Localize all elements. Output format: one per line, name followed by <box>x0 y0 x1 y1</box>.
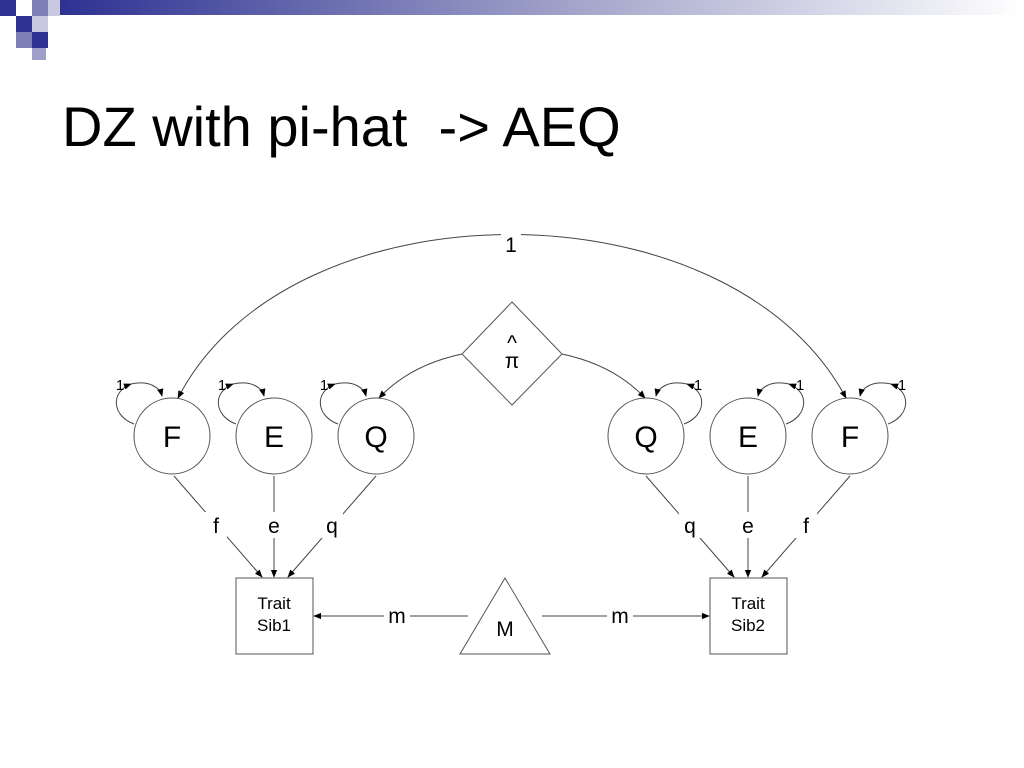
mean-path-left-label: m <box>388 605 406 628</box>
left-factor-q-variance-arrow <box>319 383 339 425</box>
right-factor-q: Q 1 <box>607 377 703 475</box>
right-factor-e: E 1 <box>709 377 805 475</box>
left-path-f-label: f <box>213 515 219 538</box>
pihat-arrow-right <box>561 353 646 399</box>
left-factor-e-label: E <box>264 421 284 454</box>
right-path-q-label: q <box>684 515 696 538</box>
right-factor-e-label: E <box>738 421 758 454</box>
left-factor-f: F 1 <box>115 377 211 475</box>
right-factor-q-variance-arrow <box>683 383 703 425</box>
trait-sib2-box: Trait Sib2 <box>709 577 788 655</box>
mean-path-right-label: m <box>611 605 629 628</box>
trait-sib1-line2: Sib1 <box>257 616 291 635</box>
slide-decoration <box>0 0 1024 60</box>
trait-sib1-line1: Trait <box>257 594 291 613</box>
right-factor-q-label: Q <box>634 421 657 454</box>
pihat-diamond <box>461 301 563 406</box>
left-factor-q-variance: 1 <box>320 377 328 394</box>
left-factor-f-label: F <box>163 421 181 454</box>
right-factor-f-variance-arrow <box>887 383 907 425</box>
left-path-q-label: q <box>326 515 338 538</box>
pihat-arrow-left <box>378 353 463 399</box>
trait-sib1-box: Trait Sib1 <box>235 577 314 655</box>
left-factor-e-variance-arrow <box>217 383 237 425</box>
f-correlation-label: 1 <box>505 234 517 257</box>
right-path-f-label: f <box>803 515 809 538</box>
trait-sib2-line1: Trait <box>731 594 765 613</box>
left-path-e-label: e <box>268 515 280 538</box>
right-factor-e-variance-arrow <box>785 383 805 425</box>
pihat-caret: ^ <box>507 332 517 355</box>
left-factor-q: Q 1 <box>319 377 415 475</box>
right-factor-f-variance: 1 <box>898 377 906 394</box>
left-factor-f-variance: 1 <box>116 377 124 394</box>
left-factor-q-label: Q <box>364 421 387 454</box>
right-factor-e-variance: 1 <box>796 377 804 394</box>
left-factor-e-variance: 1 <box>218 377 226 394</box>
slide-title: DZ with pi-hat -> AEQ <box>62 95 621 158</box>
mean-label: M <box>496 618 514 641</box>
left-factor-f-variance-arrow <box>115 383 135 425</box>
right-factor-f-label: F <box>841 421 859 454</box>
right-factor-f: F 1 <box>811 377 907 475</box>
right-path-e-label: e <box>742 515 754 538</box>
mean-triangle <box>459 577 551 655</box>
left-factor-e: E 1 <box>217 377 313 475</box>
right-factor-q-variance: 1 <box>694 377 702 394</box>
pihat-icon: π <box>505 350 520 373</box>
trait-sib2-line2: Sib2 <box>731 616 765 635</box>
